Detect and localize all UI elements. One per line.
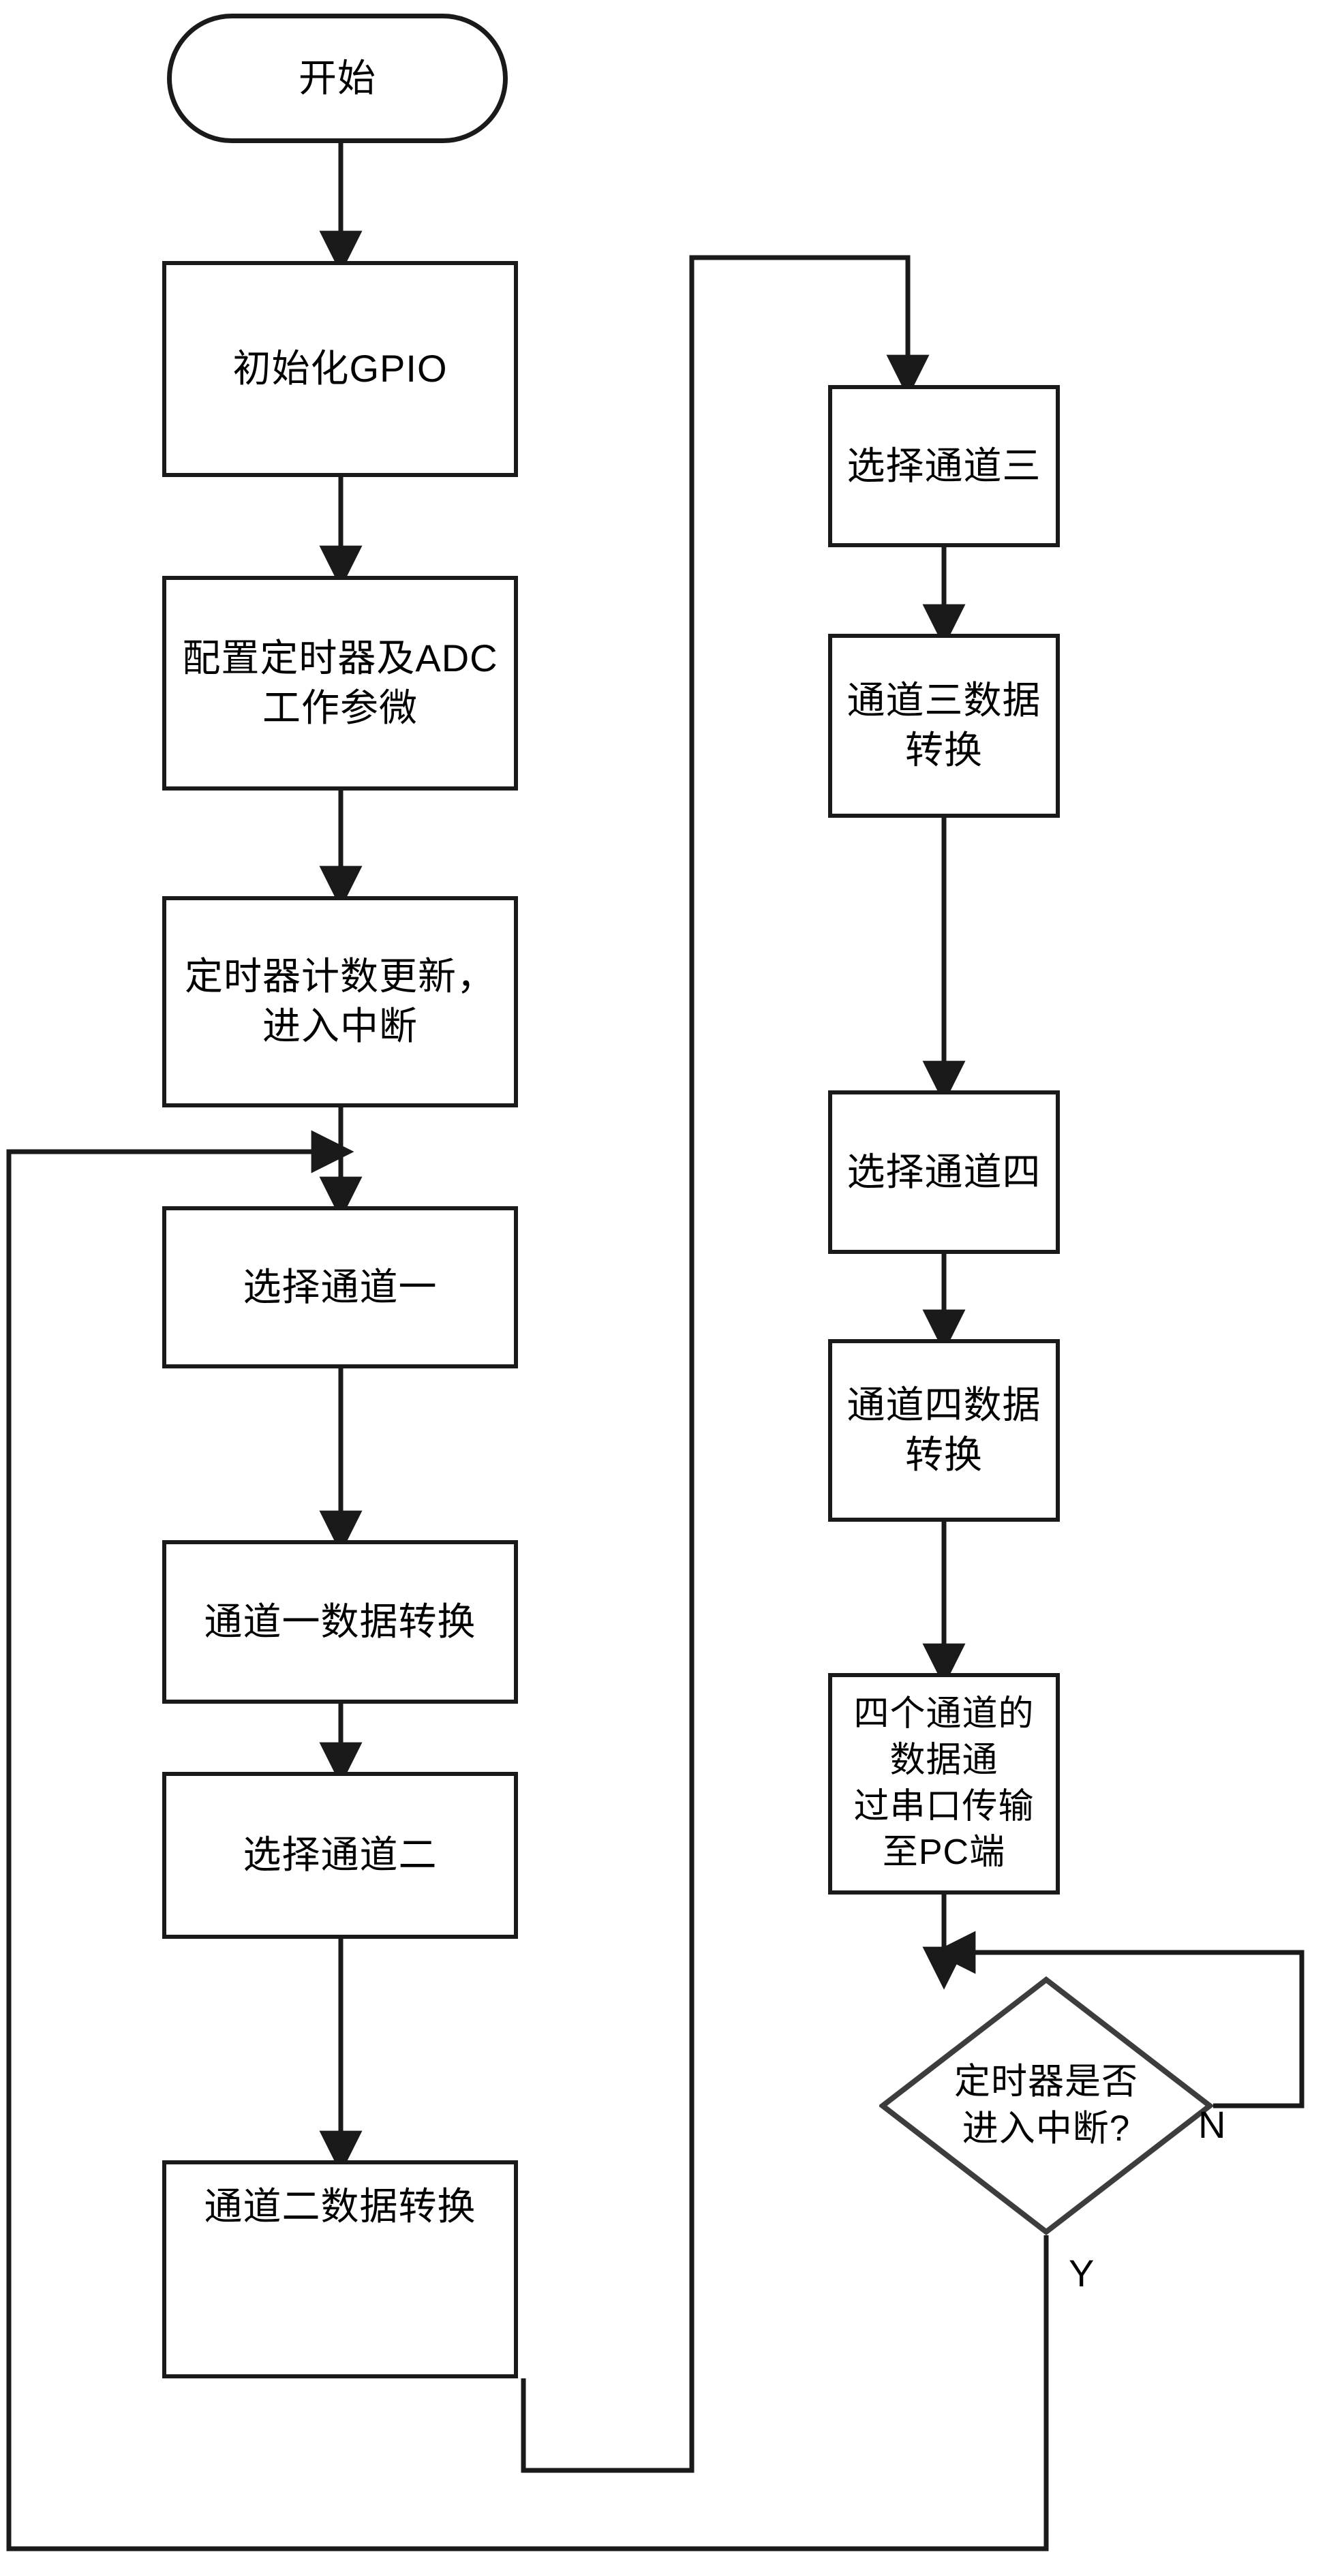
node-convert-channel-1[interactable]: 通道一数据转换 [162,1540,518,1704]
node-start-label: 开始 [299,56,376,99]
node-start[interactable]: 开始 [167,14,508,143]
node-decision-timer-interrupt-label: 定时器是否 进入中断? [954,2061,1138,2149]
node-decision-timer-interrupt[interactable]: 定时器是否 进入中断? [879,1976,1213,2235]
node-config-timer-adc[interactable]: 配置定时器及ADC 工作参微 [162,576,518,791]
node-select-channel-4[interactable]: 选择通道四 [828,1090,1060,1254]
node-convert-channel-3-label: 通道三数据转换 [847,679,1041,771]
node-convert-channel-2-label: 通道二数据转换 [204,2185,476,2228]
node-select-channel-2[interactable]: 选择通道二 [162,1772,518,1939]
node-select-channel-2-label: 选择通道二 [243,1833,438,1877]
node-select-channel-1-label: 选择通道一 [243,1265,438,1308]
node-uart-transmit-to-pc[interactable]: 四个通道的数据通 过串口传输至PC端 [828,1673,1060,1895]
node-convert-channel-2[interactable]: 通道二数据转换 [162,2160,518,2378]
node-convert-channel-4[interactable]: 通道四数据转换 [828,1339,1060,1522]
node-select-channel-4-label: 选择通道四 [847,1150,1041,1193]
node-convert-channel-4-label: 通道四数据转换 [847,1383,1041,1476]
node-select-channel-3[interactable]: 选择通道三 [828,385,1060,547]
edge-label-yes: Y [1069,2252,1095,2295]
node-uart-transmit-to-pc-label: 四个通道的数据通 过串口传输至PC端 [853,1694,1035,1873]
node-config-timer-adc-label: 配置定时器及ADC 工作参微 [182,636,498,729]
node-timer-update-interrupt-label: 定时器计数更新， 进入中断 [185,955,495,1047]
node-timer-update-interrupt[interactable]: 定时器计数更新， 进入中断 [162,896,518,1107]
node-select-channel-1[interactable]: 选择通道一 [162,1206,518,1368]
node-convert-channel-3[interactable]: 通道三数据转换 [828,634,1060,818]
node-select-channel-3-label: 选择通道三 [847,444,1041,487]
node-init-gpio[interactable]: 初始化GPIO [162,261,518,477]
edge-label-no: N [1198,2103,1226,2146]
node-init-gpio-label: 初始化GPIO [232,347,448,390]
node-convert-channel-1-label: 通道一数据转换 [204,1599,476,1643]
